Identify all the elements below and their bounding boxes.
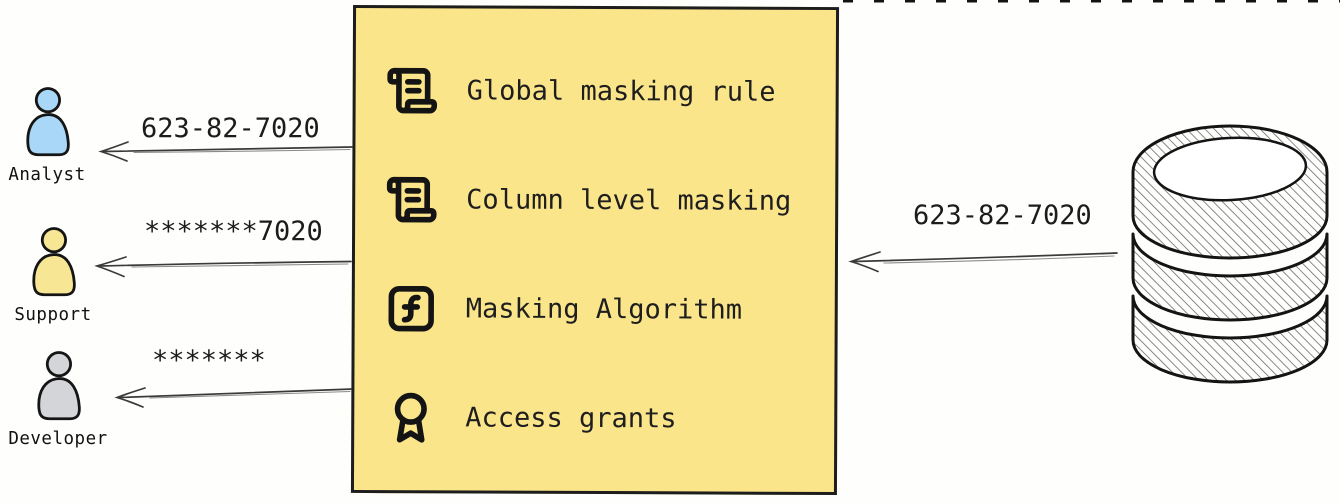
masking-item-label: Column level masking <box>466 184 792 217</box>
support-flow-value: *******7020 <box>144 216 323 247</box>
function-square-icon <box>388 285 434 332</box>
masking-item-access-grants: Access grants <box>384 391 834 446</box>
masking-item-label: Masking Algorithm <box>465 293 743 326</box>
scroll-text-icon <box>387 67 438 114</box>
person-shape <box>26 87 70 157</box>
actor-support-label: Support <box>14 305 92 325</box>
person-icon <box>32 227 76 297</box>
actor-support: Support <box>0 224 113 325</box>
award-icon <box>394 392 427 443</box>
scroll-text-icon <box>386 176 437 223</box>
person-shape <box>32 227 76 297</box>
masking-item-algorithm: Masking Algorithm <box>385 282 835 337</box>
masking-item-global-rule: Global masking rule <box>386 64 836 119</box>
arrow-to-developer <box>114 387 354 408</box>
masking-item-label: Global masking rule <box>466 75 776 108</box>
actor-analyst-label: Analyst <box>8 165 86 185</box>
database-flow-value: 623-82-7020 <box>913 200 1092 231</box>
actor-developer-label: Developer <box>8 429 108 449</box>
arrow-to-support <box>94 256 352 278</box>
actor-developer: Developer <box>0 348 118 449</box>
arrow-database-to-box <box>848 251 1118 273</box>
person-shape <box>37 351 81 421</box>
database-icon <box>1131 124 1329 384</box>
masking-rules-box: Global masking rule Column level masking… <box>350 4 840 496</box>
masking-item-label: Access grants <box>465 402 677 435</box>
person-icon <box>37 351 81 421</box>
analyst-flow-value: 623-82-7020 <box>141 113 320 144</box>
masking-item-column-level: Column level masking <box>385 173 835 228</box>
person-icon <box>26 87 70 157</box>
developer-flow-value: ******* <box>152 345 266 376</box>
actor-analyst: Analyst <box>0 84 107 185</box>
arrow-to-analyst <box>98 141 353 162</box>
dashed-border-line <box>843 0 1340 3</box>
